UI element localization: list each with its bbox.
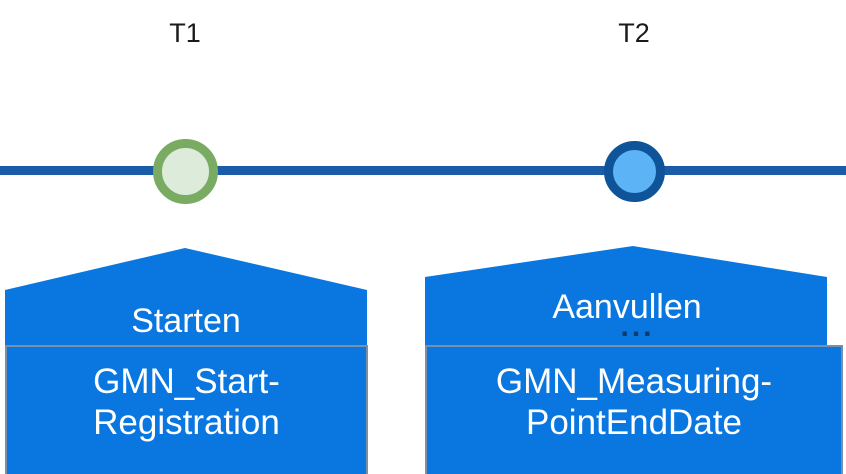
event-roof-shape-start[interactable] <box>0 240 380 350</box>
event-entity-line-1-start: GMN_Start- <box>93 362 280 401</box>
timeline-label-t2: T2 <box>618 18 650 48</box>
timeline-label-t1: T1 <box>169 18 201 48</box>
event-roof-shape-supplement[interactable] <box>420 240 846 350</box>
event-action-label-supplement: Aanvullen <box>552 288 702 326</box>
event-action-label-start: Starten <box>131 302 241 340</box>
event-entity-line-2-supplement: PointEndDate <box>526 403 742 442</box>
event-entity-box-start[interactable]: GMN_Start- Registration <box>5 345 368 474</box>
event-entity-line-1-supplement: GMN_Measuring- <box>495 362 773 401</box>
timeline-marker-t2-icon[interactable] <box>604 141 665 202</box>
event-group-start: Starten GMN_Start- Registration <box>0 240 380 474</box>
timeline-axis <box>0 166 846 175</box>
event-group-supplement: Aanvullen ... GMN_Measuring- PointEndDat… <box>420 240 846 474</box>
event-ellipsis-supplement: ... <box>620 310 655 343</box>
event-entity-box-supplement[interactable]: GMN_Measuring- PointEndDate <box>425 345 843 474</box>
timeline-marker-t1-icon[interactable] <box>153 139 218 204</box>
event-entity-line-2-start: Registration <box>93 403 280 442</box>
